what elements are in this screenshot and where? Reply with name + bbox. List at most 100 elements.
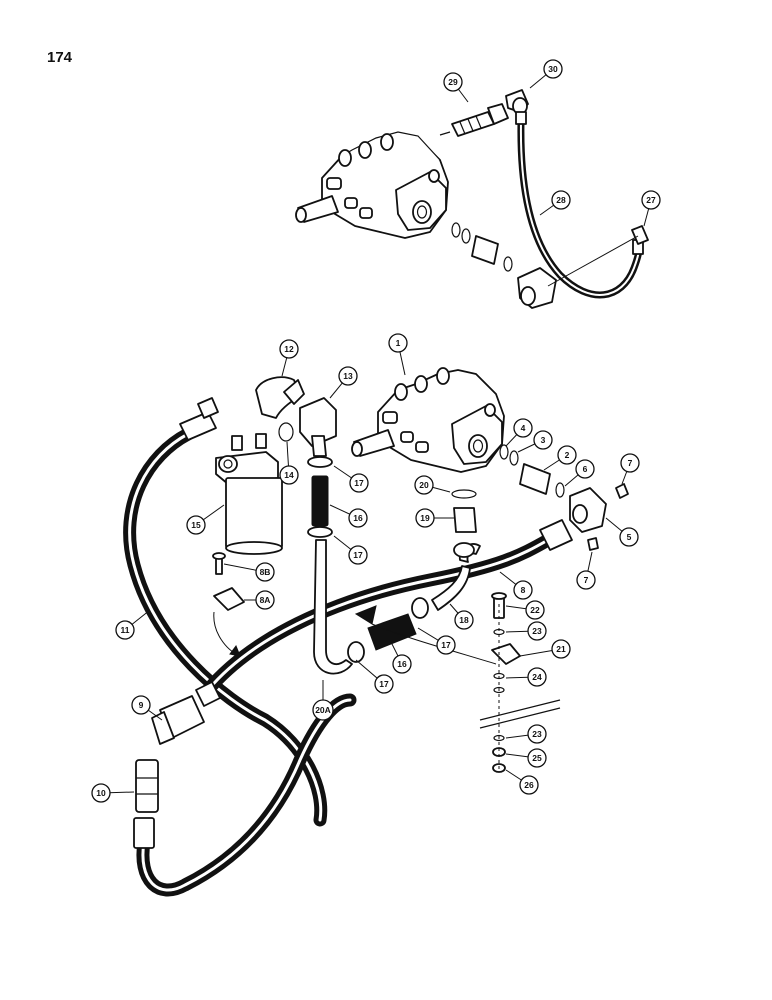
callout-bubble (348, 508, 368, 528)
top-elbow-fitting (505, 89, 529, 115)
callout-number: 23 (532, 729, 542, 739)
callout-number: 8A (260, 595, 271, 605)
control-valve (351, 367, 505, 473)
callout-bubble (348, 545, 368, 565)
hose-clamps-and-sleeve (307, 456, 353, 675)
callout-bubble (415, 508, 435, 528)
callout-bubble (527, 724, 547, 744)
pressure-hose (201, 519, 573, 697)
callout-number: 26 (524, 780, 534, 790)
callout-number: 21 (556, 644, 566, 654)
callout-bubble (115, 620, 135, 640)
callout-number: 7 (628, 458, 633, 468)
callout-bubble (519, 775, 539, 795)
callout-number: 6 (583, 464, 588, 474)
valve-outlet-fittings (499, 444, 629, 551)
callout-bubble (349, 473, 369, 493)
callout-number: 11 (121, 625, 130, 635)
filter-outlet-elbow (299, 397, 337, 457)
callout-bubble (392, 654, 412, 674)
callout-number: 8B (260, 567, 271, 577)
callout-bubble (543, 59, 563, 79)
callout-bubble (551, 639, 571, 659)
callout-number: 17 (441, 640, 451, 650)
callout-bubble (527, 748, 547, 768)
callout-bubble (131, 695, 151, 715)
callout-number: 5 (627, 532, 632, 542)
callout-bubble (527, 667, 547, 687)
callout-number: 14 (284, 470, 294, 480)
callout-number: 25 (532, 753, 542, 763)
callout-number: 19 (420, 513, 430, 523)
callout-bubble (388, 333, 408, 353)
callout-bubble (374, 674, 394, 694)
callout-number: 10 (96, 788, 106, 798)
callout-bubble (525, 600, 545, 620)
top-control-valve (295, 131, 449, 239)
oil-filter (215, 433, 283, 555)
callout-number: 17 (353, 550, 363, 560)
callout-number: 30 (548, 64, 558, 74)
callout-number: 8 (521, 585, 526, 595)
callout-bubble (454, 610, 474, 630)
filter-elbow (255, 376, 305, 419)
callout-number: 27 (646, 195, 656, 205)
bracket-arrow-head (229, 644, 241, 657)
callout-bubble (641, 190, 661, 210)
callout-bubble (443, 72, 463, 92)
callout-number: 18 (459, 615, 469, 625)
callout-bubble (186, 515, 206, 535)
top-adapter-fitting (439, 103, 509, 137)
callout-number: 9 (139, 700, 144, 710)
callout-number: 16 (353, 513, 363, 523)
callout-bubble (279, 339, 299, 359)
top-tee-fitting (631, 225, 649, 245)
callout-number: 12 (284, 344, 294, 354)
callout-number: 23 (532, 626, 542, 636)
hose-fitting-9 (151, 681, 221, 745)
top-hose (515, 111, 644, 299)
callout-number: 22 (530, 605, 540, 615)
inlet-tube (451, 489, 481, 563)
callout-number: 17 (354, 478, 364, 488)
callout-bubble (338, 366, 358, 386)
callout-number: 17 (379, 679, 389, 689)
callout-bubble (513, 580, 533, 600)
callout-number: 20 (419, 480, 429, 490)
callout-number: 2 (565, 450, 570, 460)
callout-number: 24 (532, 672, 542, 682)
callout-number: 4 (521, 423, 526, 433)
callout-bubble (551, 190, 571, 210)
filter-o-ring (278, 422, 294, 442)
filter-bracket (212, 552, 245, 611)
callout-bubble (255, 590, 275, 610)
callout-number: 16 (397, 659, 407, 669)
callout-bubble (527, 621, 547, 641)
callout-number: 28 (556, 195, 566, 205)
callout-bubble (533, 430, 553, 450)
bracket-arrow-2-head (354, 605, 377, 625)
callout-bubble (414, 475, 434, 495)
callout-bubble (575, 459, 595, 479)
callout-bubble (557, 445, 577, 465)
callout-bubble (436, 635, 456, 655)
top-lower-fittings (451, 222, 557, 309)
callout-bubble (279, 465, 299, 485)
callout-number: 13 (343, 371, 353, 381)
callout-bubble (312, 699, 334, 721)
callout-bubble (576, 570, 596, 590)
callout-bubble (620, 453, 640, 473)
callout-number: 29 (448, 77, 458, 87)
callout-number: 1 (396, 338, 401, 348)
callout-bubble (255, 562, 275, 582)
callout-bubble (91, 783, 111, 803)
callout-number: 7 (584, 575, 589, 585)
callout-number: 3 (541, 435, 546, 445)
callout-number: 15 (191, 520, 201, 530)
callout-number: 20A (315, 705, 331, 715)
callout-bubble (619, 527, 639, 547)
page-number: 174 (47, 49, 73, 66)
